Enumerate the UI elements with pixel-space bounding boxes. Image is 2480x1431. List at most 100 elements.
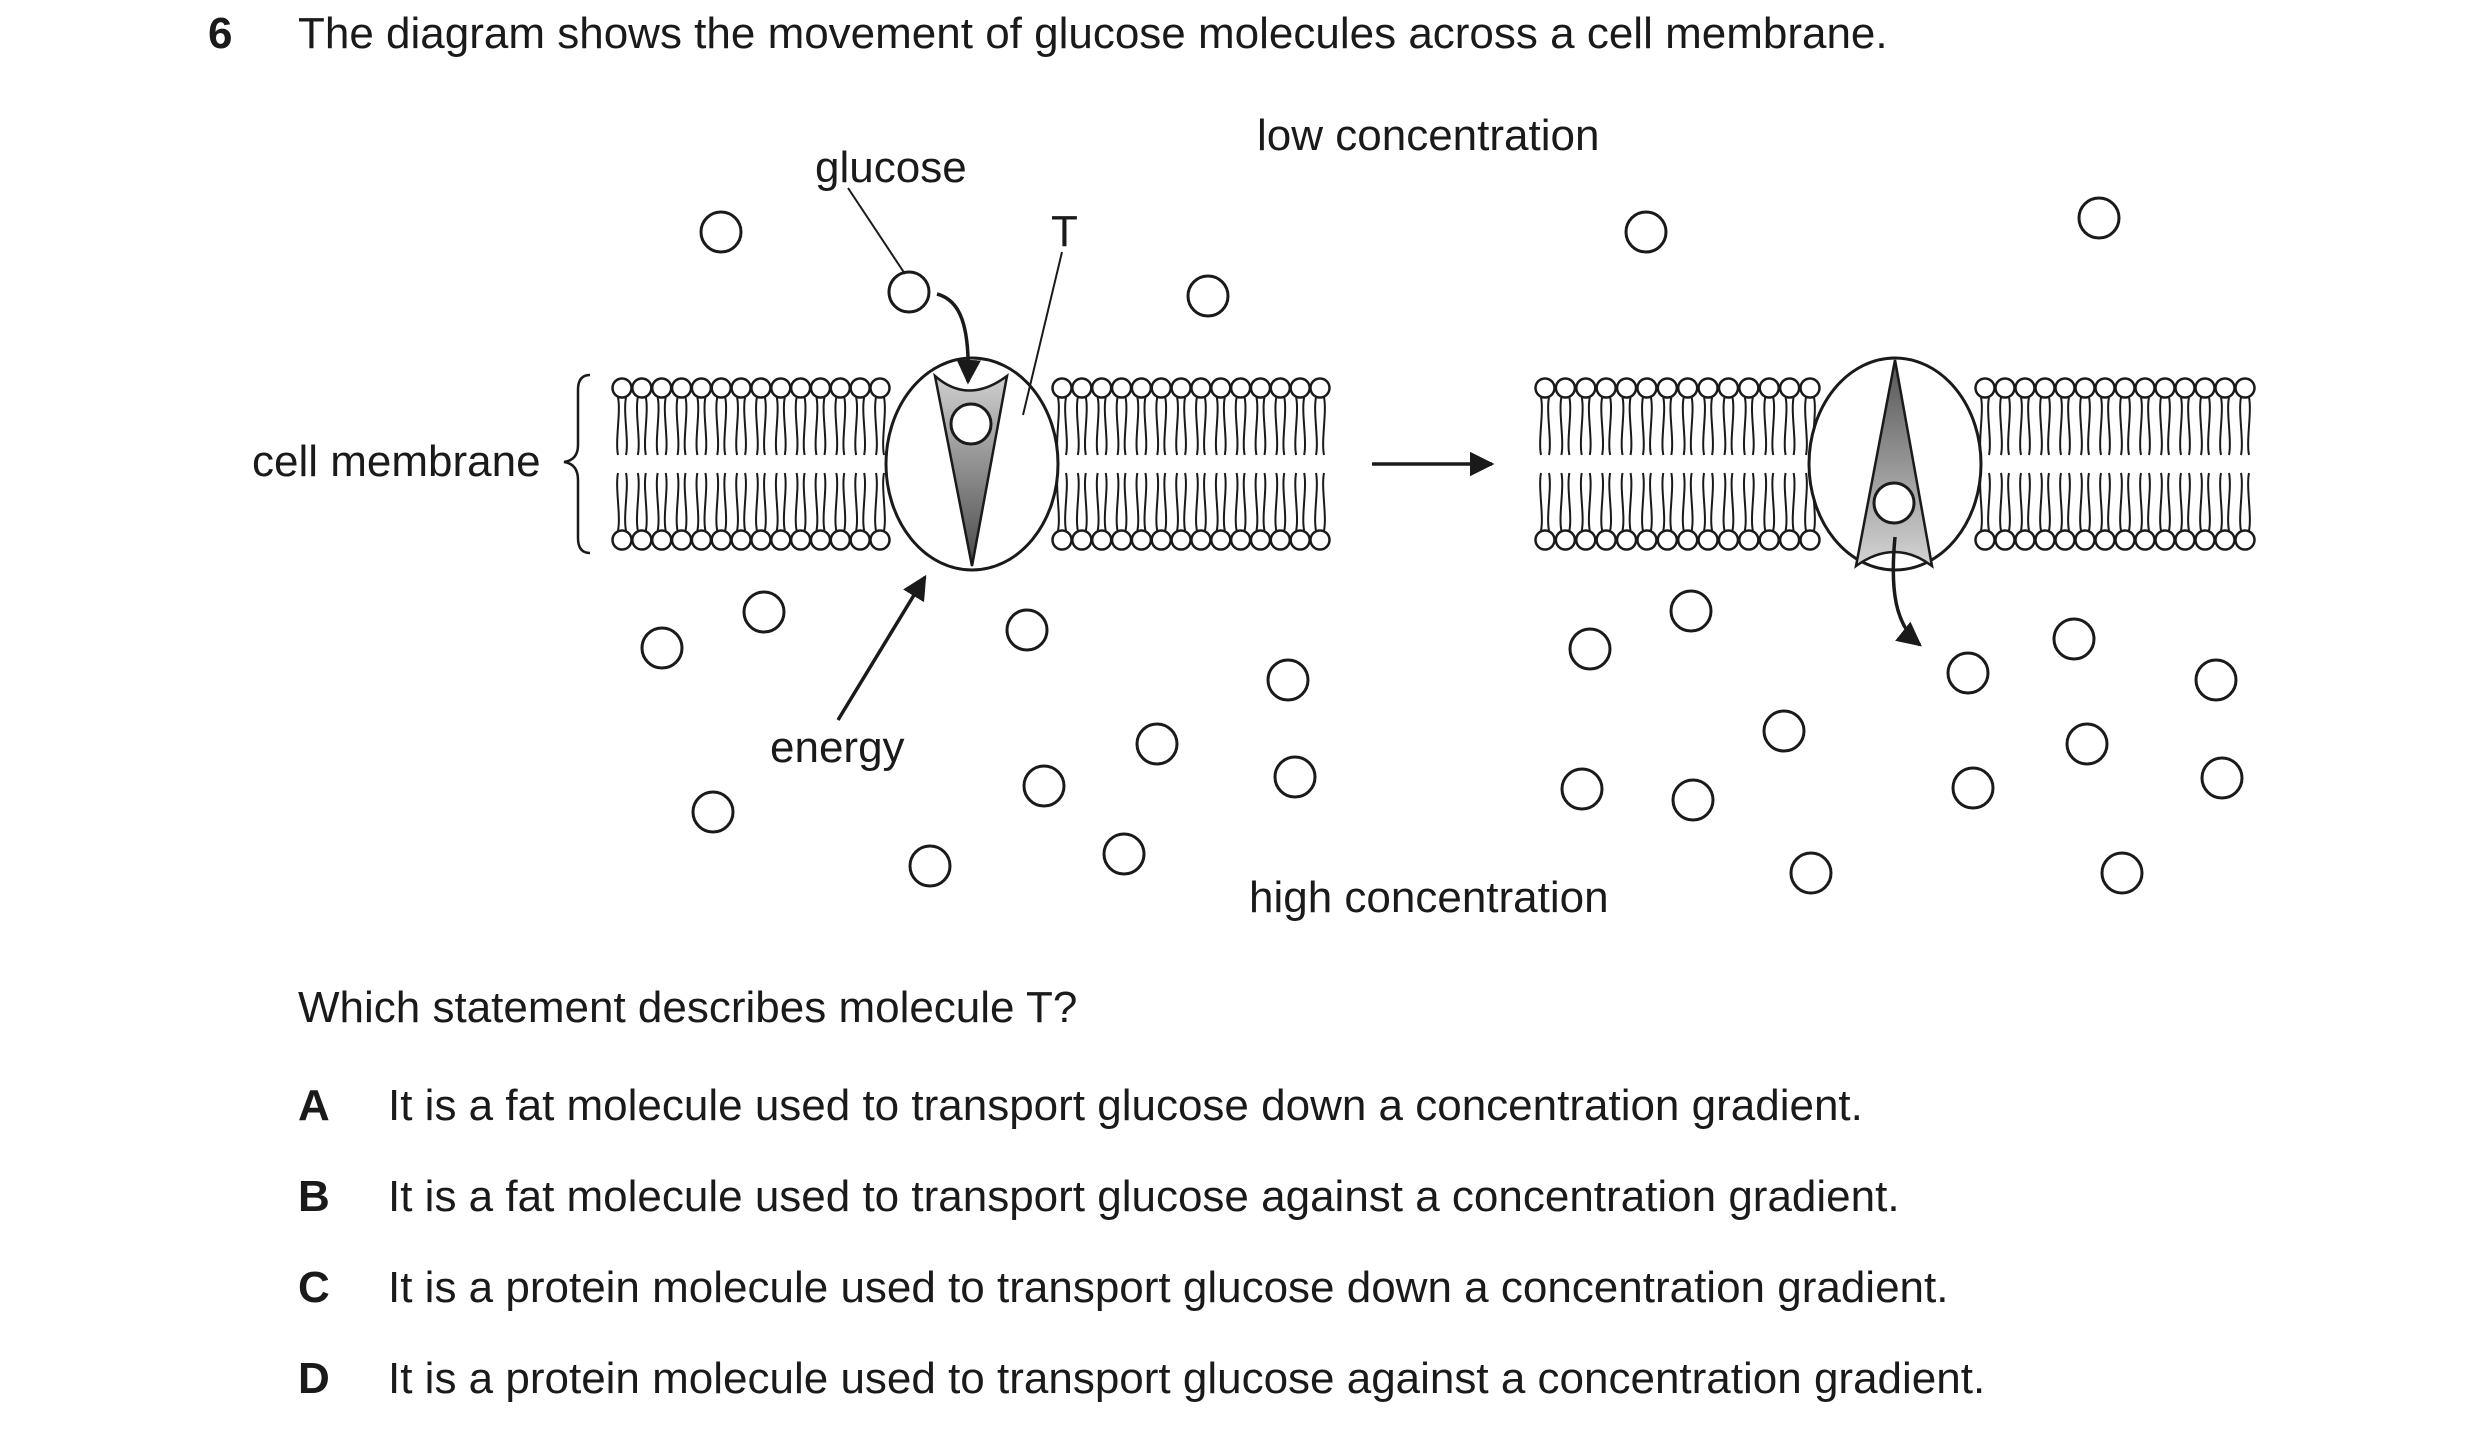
phospholipid-head <box>2074 529 2096 551</box>
phospholipid-tail <box>1084 397 1088 456</box>
phospholipid-tail <box>2219 397 2223 456</box>
phospholipid-head <box>849 529 871 551</box>
phospholipid-tail <box>1135 472 1140 531</box>
phospholipid-tail <box>2199 472 2203 531</box>
phospholipid-head <box>1289 377 1311 399</box>
t-label: T <box>1051 207 1078 256</box>
question-prompt: Which statement describes molecule T? <box>298 983 1078 1032</box>
phospholipid-tail <box>1183 397 1187 456</box>
phospholipid-tail <box>802 397 807 456</box>
phospholipid-tail <box>1302 472 1306 531</box>
phospholipid-tail <box>1547 397 1551 456</box>
phospholipid-tail <box>755 472 759 531</box>
phospholipid-tail <box>1547 472 1551 531</box>
phospholipid-head <box>1974 377 1996 399</box>
phospholipid-tail <box>2207 397 2211 456</box>
glucose-molecule <box>887 270 931 314</box>
phospholipid-tail <box>1722 397 1727 456</box>
phospholipid-tail <box>703 472 708 531</box>
glucose-molecule <box>640 626 684 670</box>
phospholipid-tail <box>703 397 708 456</box>
phospholipid-tail <box>1294 397 1298 456</box>
phospholipid-head <box>1778 529 1801 551</box>
phospholipid-tail <box>1175 397 1179 456</box>
phospholipid-tail <box>675 472 680 531</box>
phospholipid-tail <box>1115 472 1120 531</box>
phospholipid-tail <box>1567 397 1572 456</box>
phospholipid-tail <box>1163 472 1168 531</box>
phospholipid-tail <box>1681 472 1686 531</box>
phospholipid-tail <box>1143 472 1148 531</box>
phospholipid-tail <box>1804 397 1808 456</box>
phospholipid-tail <box>2179 472 2183 531</box>
glucose-molecule <box>2065 722 2109 766</box>
phospholipid-tail <box>814 397 819 456</box>
phospholipid-head <box>1615 377 1638 399</box>
phospholipid-head <box>869 377 891 399</box>
phospholipid-head <box>2034 377 2056 399</box>
phospholipid-tail <box>2079 472 2083 531</box>
phospholipid-tail <box>1771 397 1776 456</box>
phospholipid-tail <box>2167 397 2171 456</box>
phospholipid-tail <box>1628 397 1633 456</box>
phospholipid-tail <box>1242 472 1247 531</box>
glucose-entry-arrow <box>936 292 982 385</box>
phospholipid-head <box>849 377 871 399</box>
phospholipid-tail <box>2199 397 2203 456</box>
phospholipid-tail <box>2047 397 2051 456</box>
phospholipid-tail <box>2139 397 2143 456</box>
phospholipid-head <box>1210 529 1232 551</box>
option-d-letter: D <box>298 1354 330 1403</box>
membrane-segment <box>1534 377 1821 551</box>
phospholipid-tail <box>1135 397 1140 456</box>
phospholipid-head <box>2054 377 2076 399</box>
phospholipid-tail <box>636 397 640 456</box>
phospholipid-tail <box>624 397 628 456</box>
phospholipid-tail <box>854 397 858 456</box>
glucose-molecule <box>1273 755 1317 799</box>
phospholipid-head <box>2234 377 2256 399</box>
glucose-molecule <box>1102 832 1146 876</box>
phospholipid-head <box>1636 529 1658 551</box>
phospholipid-tail <box>1669 472 1674 531</box>
phospholipid-head <box>1974 529 1996 551</box>
phospholipid-tail <box>1195 397 1199 456</box>
phospholipid-tail <box>1155 472 1160 531</box>
phospholipid-head <box>1595 529 1617 551</box>
phospholipid-tail <box>774 472 779 531</box>
phospholipid-tail <box>2147 397 2151 456</box>
phospholipid-tail <box>636 472 640 531</box>
phospholipid-tail <box>2027 397 2031 456</box>
phospholipid-tail <box>663 397 668 456</box>
phospholipid-head <box>1229 377 1252 399</box>
phospholipid-tail <box>2119 472 2123 531</box>
phospholipid-tail <box>2059 397 2063 456</box>
phospholipid-tail <box>2239 472 2243 531</box>
phospholipid-tail <box>1163 397 1168 456</box>
phospholipid-tail <box>1771 472 1776 531</box>
phospholipid-head <box>690 529 713 551</box>
phospholipid-tail <box>2187 472 2191 531</box>
glucose-molecule <box>908 844 952 888</box>
phospholipid-tail <box>1076 397 1080 456</box>
phospholipid-head <box>2054 529 2076 551</box>
phospholipid-tail <box>1322 472 1326 531</box>
phospholipid-tail <box>822 472 827 531</box>
phospholipid-tail <box>1254 472 1259 531</box>
phospholipid-tail <box>1214 397 1219 456</box>
glucose-molecule <box>1789 851 1833 895</box>
phospholipid-head <box>670 377 693 399</box>
phospholipid-head <box>730 529 752 551</box>
phospholipid-head <box>829 529 852 551</box>
phospholipid-tail <box>1587 472 1592 531</box>
phospholipid-head <box>2154 529 2176 551</box>
phospholipid-head <box>1051 377 1073 399</box>
phospholipid-tail <box>1084 472 1088 531</box>
phospholipid-head <box>2214 377 2236 399</box>
phospholipid-tail <box>2127 472 2131 531</box>
phospholipid-tail <box>862 397 866 456</box>
phospholipid-tail <box>1115 397 1120 456</box>
phospholipid-tail <box>2019 397 2023 456</box>
phospholipid-head <box>1249 529 1272 551</box>
phospholipid-head <box>789 377 812 399</box>
